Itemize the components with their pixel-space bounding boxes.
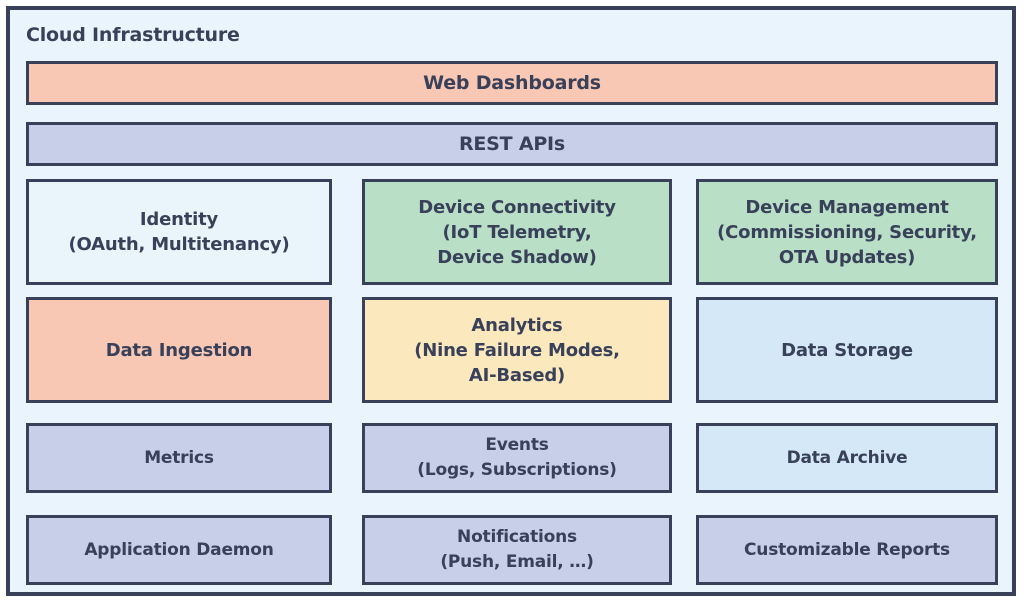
node-device-connectivity-label: Device Connectivity (IoT Telemetry, Devi… <box>418 196 616 268</box>
node-customizable-reports-label: Customizable Reports <box>744 539 950 560</box>
node-data-storage-label: Data Storage <box>781 339 913 361</box>
node-device-management-label: Device Management (Commissioning, Securi… <box>717 196 977 268</box>
node-customizable-reports[interactable]: Customizable Reports <box>696 515 998 585</box>
node-web-dashboards-label: Web Dashboards <box>423 72 601 94</box>
node-device-connectivity[interactable]: Device Connectivity (IoT Telemetry, Devi… <box>362 179 672 285</box>
node-device-management[interactable]: Device Management (Commissioning, Securi… <box>696 179 998 285</box>
node-data-ingestion-label: Data Ingestion <box>105 339 253 361</box>
node-metrics[interactable]: Metrics <box>26 423 332 493</box>
node-web-dashboards[interactable]: Web Dashboards <box>26 61 998 105</box>
cloud-infrastructure-container: Cloud Infrastructure Web Dashboards REST… <box>6 6 1016 596</box>
node-application-daemon[interactable]: Application Daemon <box>26 515 332 585</box>
node-events-label: Events (Logs, Subscriptions) <box>417 435 617 480</box>
container-title: Cloud Infrastructure <box>26 24 240 46</box>
node-data-storage[interactable]: Data Storage <box>696 297 998 403</box>
node-application-daemon-label: Application Daemon <box>84 539 274 560</box>
node-analytics-label: Analytics (Nine Failure Modes, AI-Based) <box>414 314 620 386</box>
node-notifications[interactable]: Notifications (Push, Email, …) <box>362 515 672 585</box>
node-events[interactable]: Events (Logs, Subscriptions) <box>362 423 672 493</box>
node-data-ingestion[interactable]: Data Ingestion <box>26 297 332 403</box>
node-metrics-label: Metrics <box>144 447 214 468</box>
node-analytics[interactable]: Analytics (Nine Failure Modes, AI-Based) <box>362 297 672 403</box>
node-identity-label: Identity (OAuth, Multitenancy) <box>68 209 290 255</box>
node-data-archive-label: Data Archive <box>786 447 908 468</box>
node-data-archive[interactable]: Data Archive <box>696 423 998 493</box>
node-rest-apis-label: REST APIs <box>458 133 566 155</box>
node-notifications-label: Notifications (Push, Email, …) <box>440 527 594 572</box>
node-identity[interactable]: Identity (OAuth, Multitenancy) <box>26 179 332 285</box>
node-rest-apis[interactable]: REST APIs <box>26 122 998 166</box>
